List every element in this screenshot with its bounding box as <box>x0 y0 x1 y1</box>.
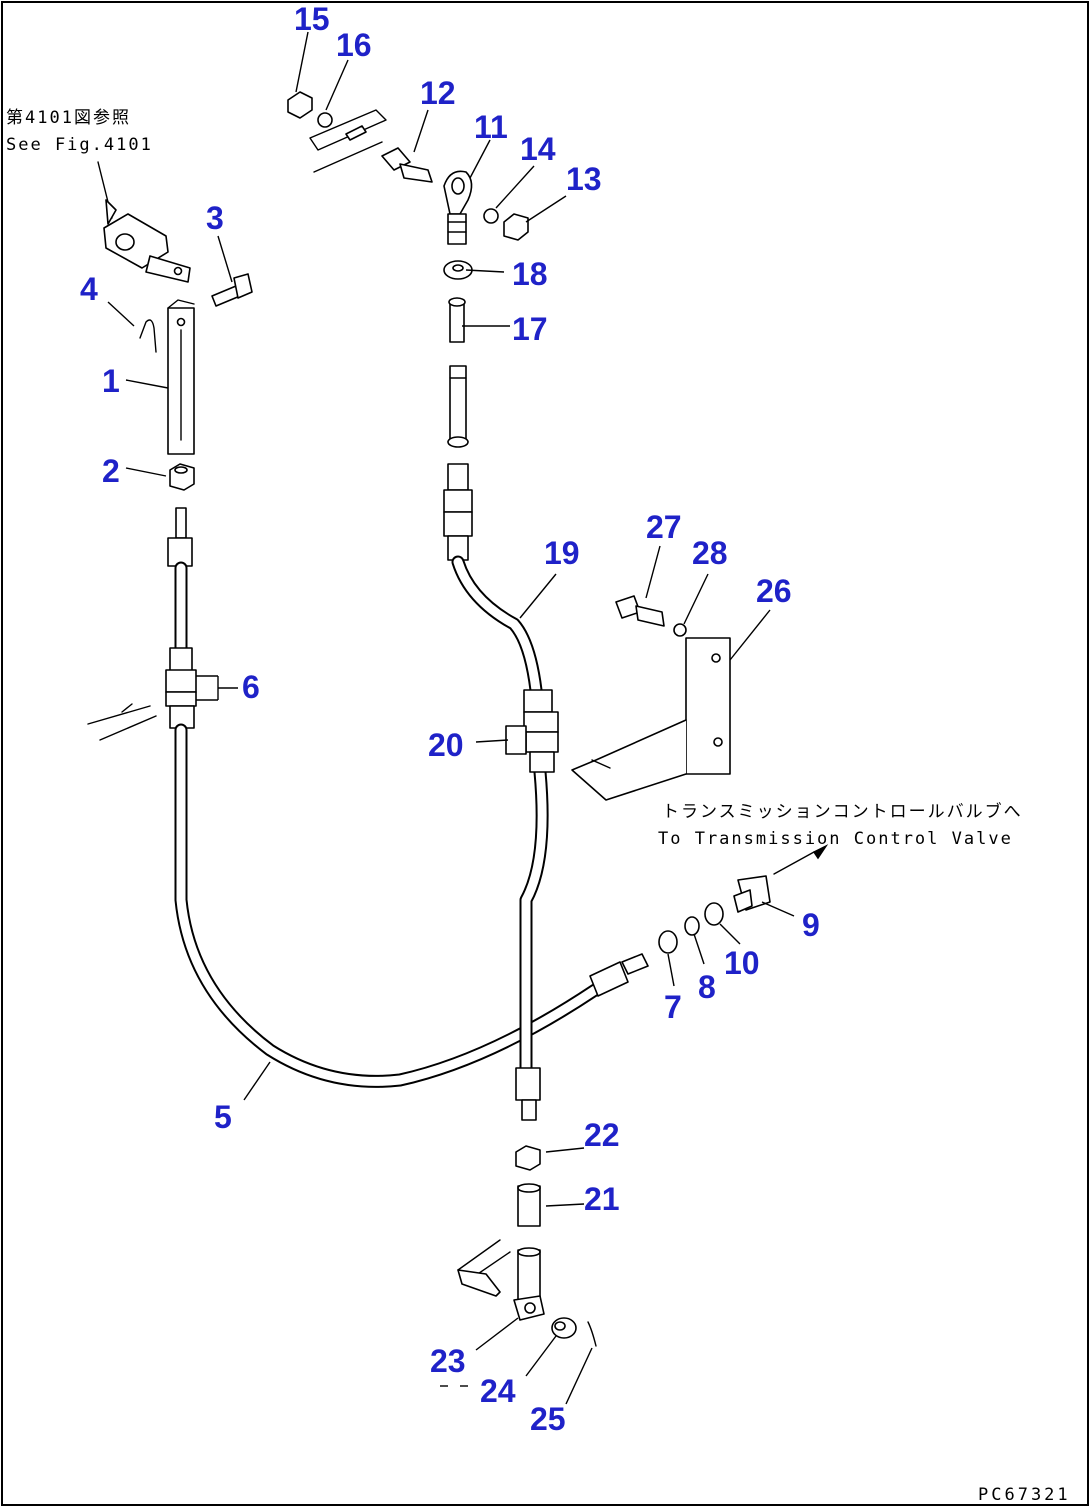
washer-8 <box>684 916 700 936</box>
cable-19 <box>443 365 549 1121</box>
rod-end-11 <box>443 170 473 245</box>
cable-5 <box>165 507 649 1088</box>
rod-1 <box>167 299 195 455</box>
nut-7 <box>658 930 678 954</box>
nut-2 <box>169 463 195 491</box>
nut-15 <box>287 91 313 119</box>
valve-note-en: To Transmission Control Valve <box>658 829 1013 849</box>
lever-bottom <box>457 1239 511 1297</box>
callout-4: 4 <box>80 271 98 307</box>
bolt-12 <box>381 147 433 183</box>
callout-2: 2 <box>102 453 120 489</box>
leader-lines <box>107 31 795 1405</box>
callout-10: 10 <box>724 945 760 981</box>
nut-10 <box>704 902 724 926</box>
see-fig-note-jp: 第4101図参照 <box>6 108 131 128</box>
callout-16: 16 <box>336 27 372 63</box>
rod-end-23 <box>513 1247 545 1321</box>
callout-27: 27 <box>646 509 682 545</box>
callout-12: 12 <box>420 75 456 111</box>
nut-13 <box>503 213 529 241</box>
clevis-9 <box>733 875 771 913</box>
callout-18: 18 <box>512 256 548 292</box>
callout-6: 6 <box>242 669 260 705</box>
joint-21 <box>517 1183 541 1227</box>
callout-1: 1 <box>102 363 120 399</box>
callout-26: 26 <box>756 573 792 609</box>
callout-17: 17 <box>512 311 548 347</box>
callout-20: 20 <box>428 727 464 763</box>
callout-9: 9 <box>802 907 820 943</box>
drawing-code: PC67321 <box>978 1485 1071 1505</box>
callout-13: 13 <box>566 161 602 197</box>
callout-28: 28 <box>692 535 728 571</box>
callouts: 1 2 3 4 5 6 7 8 9 10 11 12 13 14 15 16 1… <box>80 1 820 1437</box>
bracket-26 <box>571 637 731 801</box>
callout-19: 19 <box>544 535 580 571</box>
pin-25 <box>587 1321 597 1347</box>
callout-15: 15 <box>294 1 330 37</box>
sleeve-17 <box>448 297 466 343</box>
bolt-3 <box>211 273 253 307</box>
pin-4 <box>139 319 157 353</box>
washer-16 <box>317 112 333 128</box>
callout-23: 23 <box>430 1343 466 1379</box>
callout-22: 22 <box>584 1117 620 1153</box>
washer-28 <box>673 623 687 637</box>
clamp-20 <box>505 689 559 773</box>
callout-3: 3 <box>206 200 224 236</box>
valve-note-jp: トランスミッションコントロールバルブへ <box>662 801 1023 822</box>
bolt-27 <box>615 595 665 627</box>
nut-22 <box>515 1145 541 1171</box>
nut-24 <box>551 1317 577 1339</box>
see-fig-note-en: See Fig.4101 <box>6 135 153 155</box>
callout-25: 25 <box>530 1401 566 1437</box>
callout-24: 24 <box>480 1373 516 1409</box>
washer-14 <box>483 208 499 224</box>
callout-5: 5 <box>214 1099 232 1135</box>
callout-7: 7 <box>664 989 682 1025</box>
callout-21: 21 <box>584 1181 620 1217</box>
callout-8: 8 <box>698 969 716 1005</box>
bracket-plate-top <box>309 109 387 173</box>
clamp-6 <box>87 675 238 741</box>
callout-11: 11 <box>474 109 508 145</box>
callout-14: 14 <box>520 131 556 167</box>
lever-bracket <box>97 161 191 283</box>
valve-arrow <box>773 844 829 875</box>
